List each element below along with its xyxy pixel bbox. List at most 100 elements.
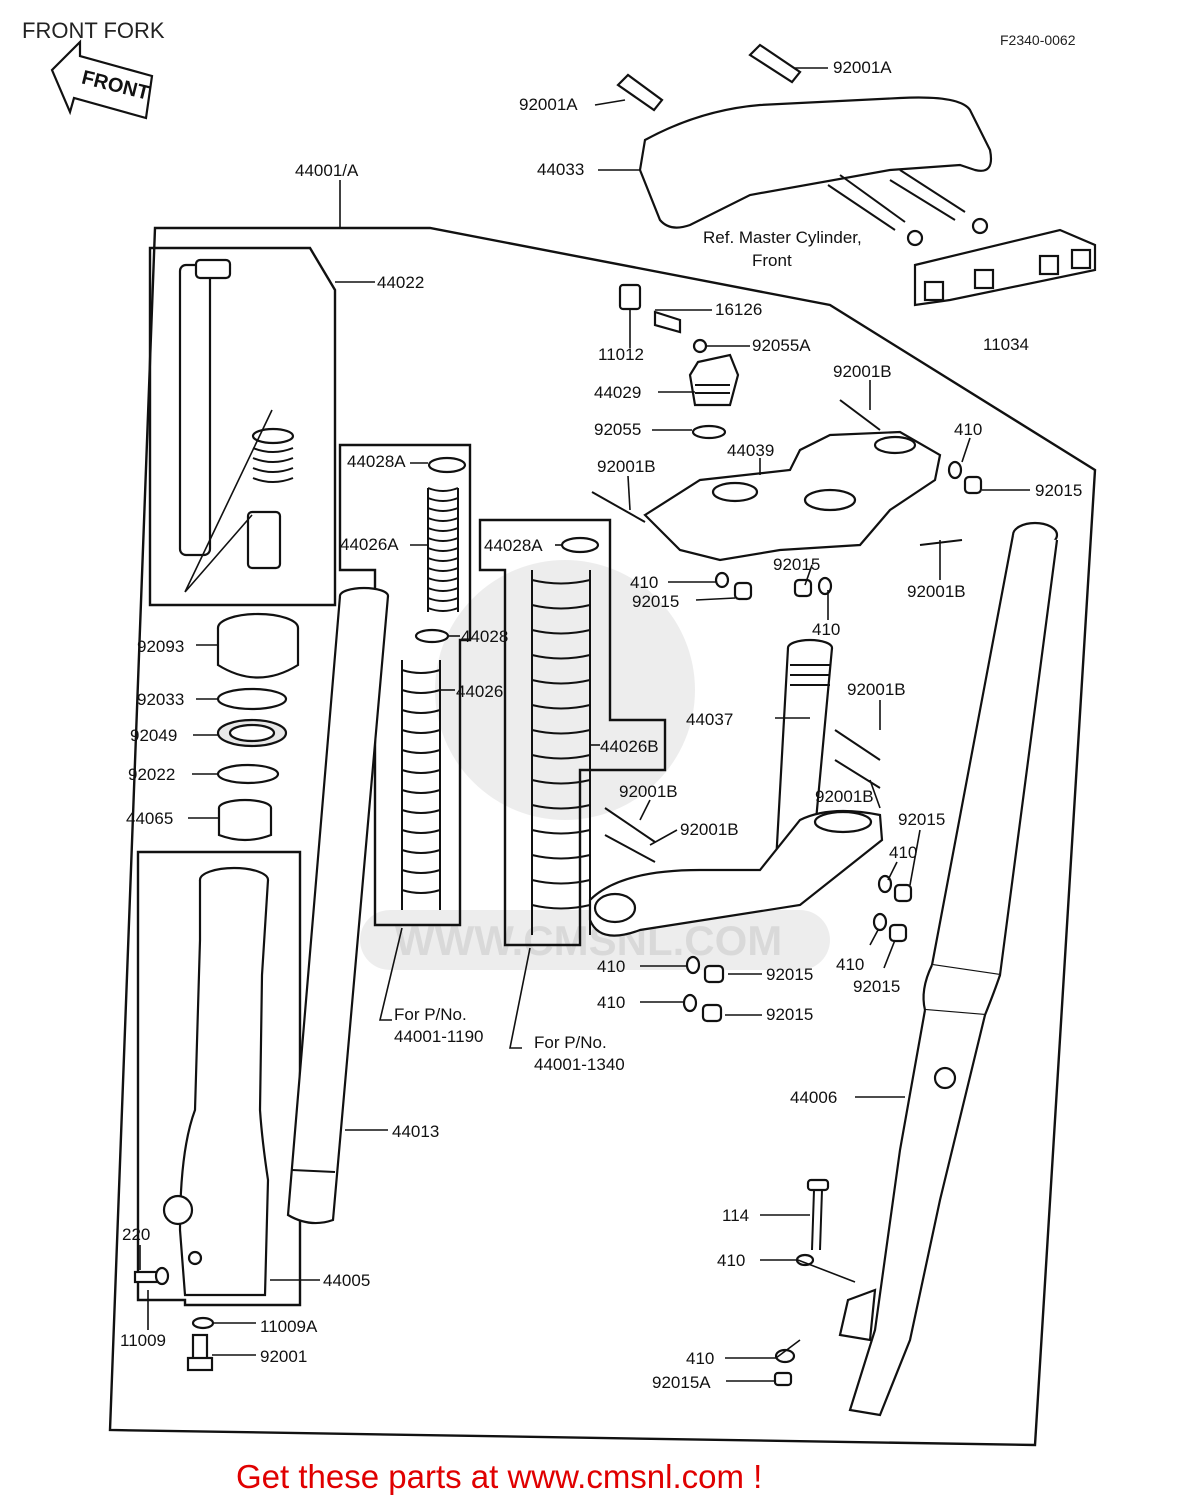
label-92033: 92033 (137, 690, 184, 709)
oil-seal-part (216, 718, 288, 748)
label-92022: 92022 (128, 765, 175, 784)
gasket-11009A-part (191, 1316, 215, 1330)
label-11009: 11009 (120, 1331, 166, 1350)
label-410-f: 410 (836, 955, 864, 974)
bolt-92001B-f-part (604, 807, 656, 863)
label-for-pno-2: For P/No. (534, 1033, 607, 1052)
bushing-44065-part (217, 798, 273, 842)
label-pno-44001-1340: 44001-1340 (534, 1055, 625, 1074)
spring-44026-part (401, 660, 441, 910)
label-44005: 44005 (323, 1271, 370, 1290)
washer-410-b-part (714, 571, 730, 589)
label-410-a: 410 (954, 420, 982, 439)
label-410-d: 410 (889, 843, 917, 862)
bolt-92001A-top-part (748, 43, 802, 84)
label-44039: 44039 (727, 441, 774, 460)
collar-44028A-b-part (560, 536, 600, 554)
fork-assembly-right-part (838, 521, 1059, 1417)
washer-410-e-part (872, 912, 888, 932)
label-for-pno-1: For P/No. (394, 1005, 467, 1024)
nut-92015-a-part (963, 475, 983, 495)
label-92001A-top: 92001A (833, 58, 892, 77)
label-44037: 44037 (686, 710, 733, 729)
rebound-spring-part (246, 427, 295, 570)
label-410-b: 410 (630, 573, 658, 592)
group-box-spring-1190 (338, 443, 472, 927)
label-220: 220 (122, 1225, 150, 1244)
label-92001: 92001 (260, 1347, 307, 1366)
washer-410-i-part (774, 1348, 796, 1364)
label-92049: 92049 (130, 726, 177, 745)
label-410-c: 410 (812, 620, 840, 639)
clamp-bolts-part (827, 169, 989, 247)
label-pno-44001-1190: 44001-1190 (394, 1027, 484, 1046)
nut-92015-c-part (793, 578, 813, 598)
label-16126: 16126 (715, 300, 762, 319)
label-92001B-d: 92001B (847, 680, 906, 699)
label-92015-f: 92015 (853, 977, 900, 996)
bolt-92001B-e-part (834, 729, 881, 789)
label-410-e: 410 (597, 957, 625, 976)
label-44065: 44065 (126, 809, 173, 828)
washer-92022-part (216, 763, 280, 785)
o-ring-92055A-part (692, 338, 708, 354)
handlebar-holder-part (638, 96, 993, 229)
steering-stem-part (588, 638, 884, 937)
label-11034: 11034 (983, 335, 1029, 354)
nut-92015-f-part (703, 964, 725, 984)
outer-tube-left-part (162, 866, 270, 1297)
leader-lines (139, 67, 1030, 1382)
label-92015-e: 92015 (766, 965, 813, 984)
axle-bolt-114-part (806, 1178, 830, 1251)
collar-44028A-a-part (427, 456, 467, 474)
master-cylinder-clamp-part (913, 228, 1097, 307)
washer-410-f-part (685, 955, 701, 975)
washer-410-c-part (817, 576, 833, 596)
group-box-spring-1340 (478, 518, 667, 947)
air-valve-part (653, 310, 682, 334)
nut-92015-g-part (701, 1003, 723, 1023)
label-92001A-left: 92001A (519, 95, 578, 114)
upper-bracket-part (643, 430, 942, 562)
washer-410-a-part (947, 460, 963, 480)
label-44022: 44022 (377, 273, 424, 292)
nut-92015-d-part (893, 883, 913, 903)
label-92001B-e: 92001B (619, 782, 678, 801)
label-44029: 44029 (594, 383, 641, 402)
dust-seal-part (216, 612, 300, 679)
nut-92015-b-part (733, 581, 753, 601)
washer-410-g-part (682, 993, 698, 1013)
label-92001B-b: 92001B (597, 457, 656, 476)
label-44006: 44006 (790, 1088, 837, 1107)
label-11012: 11012 (598, 345, 644, 364)
bolt-92001B-d-part (919, 539, 963, 546)
label-92001B-c: 92001B (907, 582, 966, 601)
label-92001B-a: 92001B (833, 362, 892, 381)
bolt-92001-part (186, 1333, 214, 1372)
bolt-92001B-a-part (839, 399, 881, 431)
bolt-92001B-c-part (591, 491, 646, 523)
watermark-logo: WWW.CMSNL.COM (360, 560, 830, 970)
drain-screw-part (133, 1270, 159, 1284)
washer-11009-part (154, 1266, 170, 1286)
label-92001B-f: 92001B (815, 787, 874, 806)
label-44028A-a: 44028A (347, 452, 406, 471)
spring-44026A-part (427, 487, 459, 612)
label-44026B: 44026B (600, 737, 659, 756)
label-44001A: 44001/A (295, 161, 359, 180)
label-44026: 44026 (456, 682, 503, 701)
label-410-i: 410 (686, 1349, 714, 1368)
group-box-44005 (136, 850, 302, 1307)
label-92093: 92093 (137, 637, 184, 656)
group-box-44022 (148, 246, 337, 607)
label-44033: 44033 (537, 160, 584, 179)
label-ref-master-cylinder: Ref. Master Cylinder, (703, 228, 862, 247)
label-ref-front: Front (752, 251, 792, 270)
label-92015-d: 92015 (898, 810, 945, 829)
label-11009A: 11009A (260, 1317, 318, 1336)
valve-cap-part (618, 283, 642, 311)
footer-promo-link[interactable]: Get these parts at www.cmsnl.com ! (236, 1458, 762, 1495)
front-arrow-icon: FRONT (50, 39, 154, 120)
spring-44026B-part (531, 570, 591, 935)
